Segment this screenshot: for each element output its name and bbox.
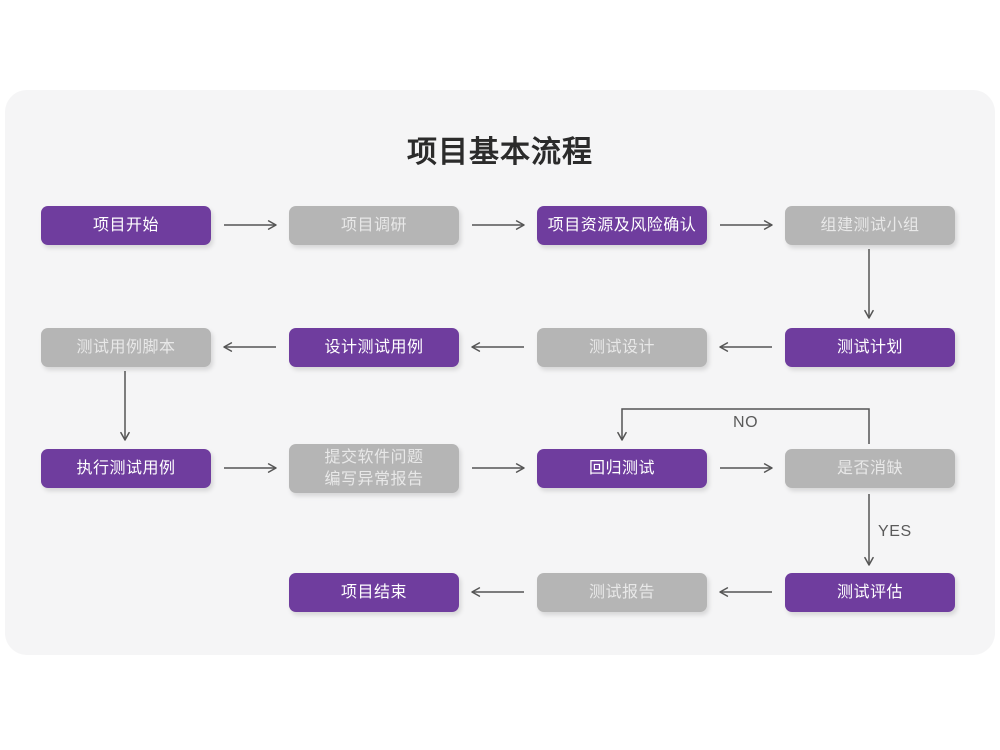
node-project-research[interactable]: 项目调研 (289, 206, 459, 245)
node-test-report[interactable]: 测试报告 (537, 573, 707, 612)
page-title: 项目基本流程 (407, 136, 593, 169)
node-design-test-case[interactable]: 设计测试用例 (289, 328, 459, 367)
node-regression-test[interactable]: 回归测试 (537, 449, 707, 488)
node-execute-test-case[interactable]: 执行测试用例 (41, 449, 211, 488)
node-submit-issue-report[interactable]: 提交软件问题 编写异常报告 (289, 444, 459, 493)
node-test-case-script[interactable]: 测试用例脚本 (41, 328, 211, 367)
node-resource-risk-confirm[interactable]: 项目资源及风险确认 (537, 206, 707, 245)
node-project-end[interactable]: 项目结束 (289, 573, 459, 612)
node-project-start[interactable]: 项目开始 (41, 206, 211, 245)
flowchart-card (5, 90, 995, 655)
edge-label-yes: YES (878, 523, 912, 540)
node-defect-resolved[interactable]: 是否消缺 (785, 449, 955, 488)
node-test-evaluation[interactable]: 测试评估 (785, 573, 955, 612)
node-test-plan[interactable]: 测试计划 (785, 328, 955, 367)
edge-label-no: NO (733, 414, 759, 431)
node-test-design[interactable]: 测试设计 (537, 328, 707, 367)
node-build-test-team[interactable]: 组建测试小组 (785, 206, 955, 245)
